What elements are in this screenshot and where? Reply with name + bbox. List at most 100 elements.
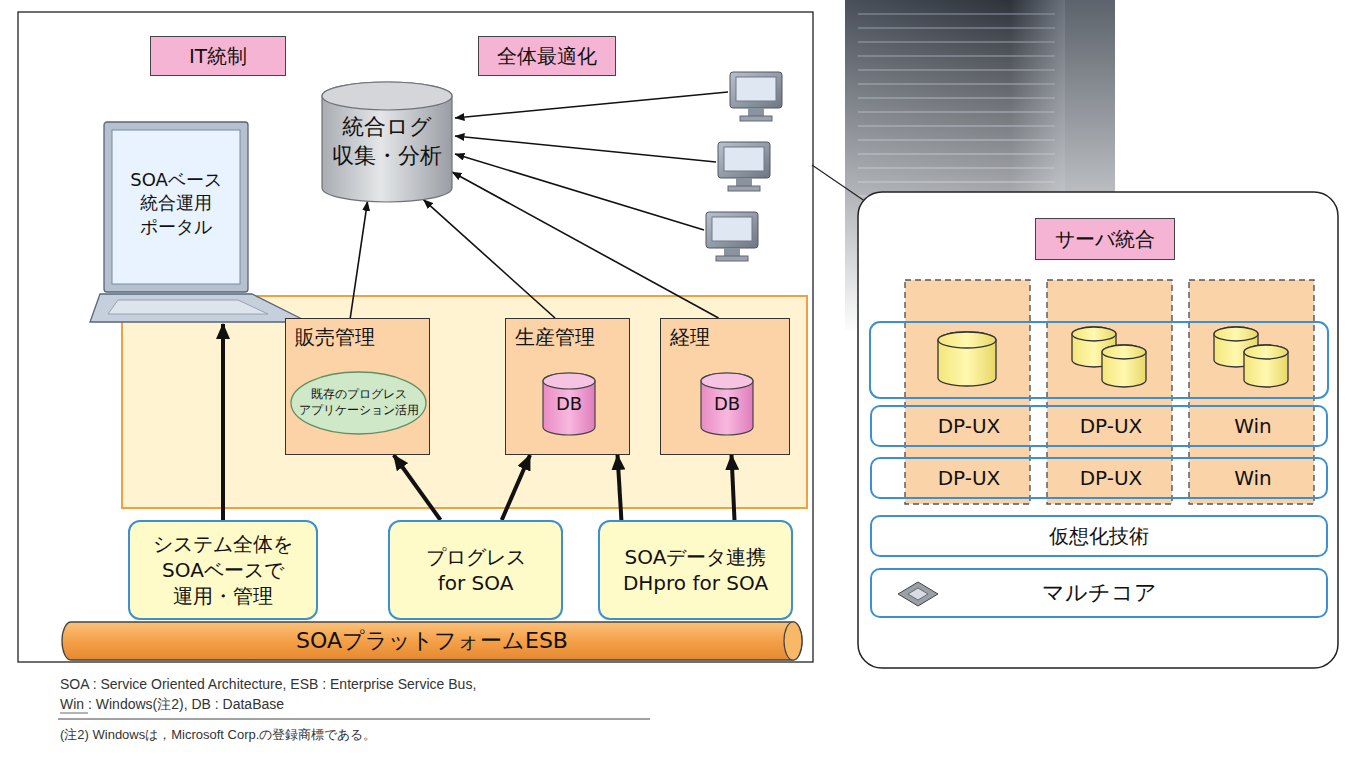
drawing-part: [730, 72, 782, 121]
pipe-body: [62, 622, 802, 660]
application-box: 経理 DB: [660, 318, 790, 455]
drawing-part: [706, 212, 758, 248]
db-icons: [938, 327, 1288, 387]
node-text: 既存のプログレス アプリケーション活用: [296, 387, 421, 418]
node-text: 統合ログ 収集・分析: [330, 113, 445, 170]
node-text: SOAベース 統合運用 ポータル: [120, 168, 232, 238]
footnote-text: Win : Windows(注2), DB : DataBase: [60, 696, 284, 714]
underline: [60, 713, 88, 714]
heading-tag: サーバ統合: [1035, 218, 1175, 260]
flow-arrow: [221, 324, 225, 520]
function-box: システム全体を SOAベースで 運用・管理: [128, 520, 318, 620]
drawing-part: [1102, 345, 1146, 387]
cylinder-top: [322, 82, 452, 110]
drawing-part: [740, 116, 772, 121]
drawing-part: [1072, 327, 1116, 341]
log-cylinder: 統合ログ 収集・分析: [322, 82, 452, 202]
node-text: DP-UX: [898, 465, 1040, 491]
drawing-part: [908, 588, 928, 600]
drawing-part: [1244, 345, 1288, 387]
flow-arrow: [618, 455, 622, 520]
screen-frame: [104, 122, 248, 292]
left-panel: [18, 12, 813, 662]
cylinder-top: [701, 373, 753, 389]
keyboard-base: [90, 294, 308, 322]
drawing-part: [728, 186, 760, 191]
cylinder-body: [701, 373, 753, 435]
keyboard-keys: [108, 300, 268, 314]
screen: [112, 130, 240, 284]
os-row: DP-UXDP-UXWin: [870, 457, 1328, 499]
node-text: 生産管理: [515, 324, 595, 350]
db-cylinder: DB: [543, 373, 595, 435]
drawing-part: [718, 142, 770, 191]
layer-row: マルチコア: [870, 568, 1328, 618]
os-row: DP-UXDP-UXWin: [870, 405, 1328, 447]
node-text: 仮想化技術: [1049, 523, 1149, 549]
cylinder-body: [543, 373, 595, 435]
drawing-part: [724, 248, 740, 256]
portal-laptop: SOAベース 統合運用 ポータル: [88, 122, 310, 324]
chip-icon: [898, 582, 938, 606]
drawing-part: [1214, 327, 1258, 341]
flow-arrow: [502, 455, 530, 520]
node-text: サーバ統合: [1055, 226, 1155, 252]
footnote-rule: [58, 719, 650, 720]
heading-tag: 全体最適化: [478, 36, 616, 76]
zoom-line: [812, 165, 872, 206]
flow-arrow: [732, 455, 735, 520]
client-computers: [706, 72, 782, 261]
right-panel: [858, 192, 1338, 668]
heading-tag: IT統制: [150, 36, 286, 76]
node-text: DP-UX: [1040, 413, 1182, 439]
esb-pipe: SOAプラットフォームESB: [62, 622, 802, 660]
node-text: SOAプラットフォームESB: [296, 627, 568, 656]
drawing-part: [712, 217, 752, 241]
drawing-part: [898, 582, 938, 606]
drawing-part: [938, 332, 996, 386]
node-text: Win: [1182, 465, 1324, 491]
drawing-part: [736, 178, 752, 186]
node-text: マルチコア: [1042, 579, 1157, 608]
drawing-part: [938, 332, 996, 348]
drawing-part: [748, 108, 764, 116]
drawing-part: [730, 72, 782, 108]
drawing-part: [455, 92, 728, 118]
drawing-part: [455, 136, 716, 162]
edge-group: [223, 172, 735, 520]
drawing-part: [455, 154, 704, 230]
node-text: DB: [556, 392, 582, 415]
db-row-band: [870, 322, 1328, 398]
application-box: 生産管理 DB: [505, 318, 630, 455]
node-text: プログレス for SOA: [416, 544, 536, 596]
log-cylinder-outline: [322, 82, 452, 202]
node-text: 経理: [670, 324, 710, 350]
drawing-part: [716, 256, 748, 261]
ellipse-outline: [291, 372, 426, 434]
drawing-part: [1244, 345, 1288, 359]
note-ellipse: 既存のプログレス アプリケーション活用: [290, 371, 427, 435]
drawing-part: [1102, 345, 1146, 359]
db-cylinder: DB: [701, 373, 753, 435]
function-box: SOAデータ連携 DHpro for SOA: [598, 520, 793, 620]
node-text: DB: [714, 392, 740, 415]
client-arrows: [455, 92, 728, 230]
drawing-part: [706, 212, 758, 261]
node-text: DP-UX: [898, 413, 1040, 439]
node-text: 販売管理: [295, 324, 375, 350]
node-text: Win: [1182, 413, 1324, 439]
drawing-part: [736, 77, 776, 101]
pipe-end: [784, 622, 802, 660]
drawing-part: [718, 142, 770, 178]
node-text: 全体最適化: [497, 43, 597, 69]
layer-row: 仮想化技術: [870, 515, 1328, 557]
log-arrow: [350, 201, 367, 318]
cylinder-body: [322, 82, 452, 202]
node-text: IT統制: [189, 43, 247, 69]
log-arrow: [452, 172, 719, 318]
footnote-text: (注2) Windowsは，Microsoft Corp.の登録商標である。: [60, 726, 376, 744]
function-box: プログレス for SOA: [388, 520, 563, 620]
application-box: 販売管理既存のプログレス アプリケーション活用: [285, 318, 430, 455]
flow-arrow: [394, 455, 441, 520]
